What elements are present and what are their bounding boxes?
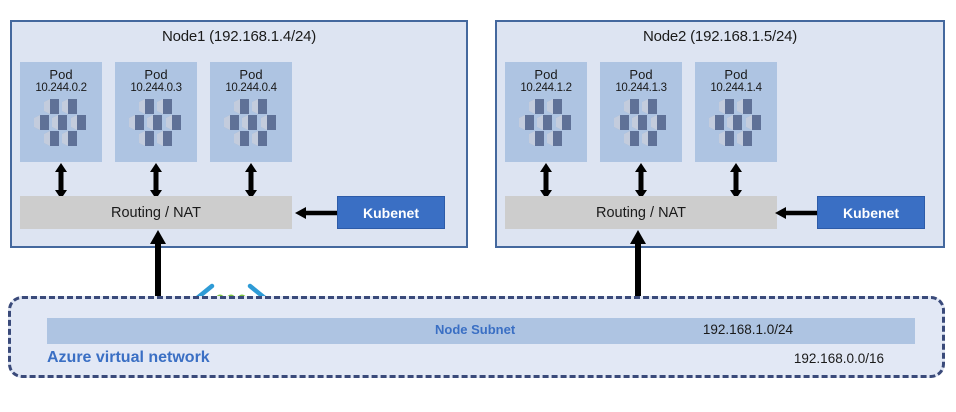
pod-box: Pod 10.244.1.2 — [505, 62, 587, 162]
node2-title: Node2 (192.168.1.5/24) — [642, 28, 798, 45]
pod-label: Pod — [49, 67, 73, 82]
node-box-node2: Node2 (192.168.1.5/24) Pod 10.244.1.2 Po… — [495, 20, 945, 248]
double-headed-arrow-icon — [730, 163, 742, 199]
pod-ip: 10.244.0.3 — [130, 82, 182, 94]
double-headed-arrow-icon — [150, 230, 166, 330]
node-subnet-bar: Node Subnet 192.168.1.0/24 — [47, 318, 915, 344]
pod-label: Pod — [239, 67, 263, 82]
container-cluster-icon — [614, 99, 666, 146]
routing-nat-label: Routing / NAT — [596, 204, 686, 221]
container-cluster-icon — [129, 99, 181, 146]
container-cluster-icon — [224, 99, 276, 146]
double-headed-arrow-icon — [150, 163, 162, 199]
double-headed-arrow-icon — [55, 163, 67, 199]
routing-nat-bar: Routing / NAT — [505, 196, 777, 229]
container-cluster-icon — [519, 99, 571, 146]
pod-label: Pod — [724, 67, 748, 82]
double-headed-arrow-icon — [540, 163, 552, 199]
kubenet-label: Kubenet — [843, 204, 899, 221]
pod-box: Pod 10.244.0.2 — [20, 62, 102, 162]
double-headed-arrow-icon — [245, 163, 257, 199]
pod-label: Pod — [629, 67, 653, 82]
pod-label: Pod — [534, 67, 558, 82]
azure-vnet-label: Azure virtual network — [47, 349, 210, 366]
node-box-node1: Node1 (192.168.1.4/24) Pod 10.244.0.2 — [10, 20, 468, 248]
pod-box: Pod 10.244.1.4 — [695, 62, 777, 162]
double-headed-arrow-icon — [630, 230, 646, 330]
pod-ip: 10.244.0.4 — [225, 82, 277, 94]
kubenet-box[interactable]: Kubenet — [337, 196, 445, 229]
left-arrow-icon — [775, 207, 819, 219]
azure-vnet-cidr: 192.168.0.0/16 — [793, 351, 884, 366]
routing-nat-bar: Routing / NAT — [20, 196, 292, 229]
pod-box: Pod 10.244.0.3 — [115, 62, 197, 162]
pod-ip: 10.244.0.2 — [35, 82, 87, 94]
node-subnet-cidr: 192.168.1.0/24 — [702, 322, 793, 337]
pod-box: Pod 10.244.1.3 — [600, 62, 682, 162]
container-cluster-icon — [34, 99, 86, 146]
pod-ip: 10.244.1.3 — [615, 82, 667, 94]
container-cluster-icon — [709, 99, 761, 146]
pod-label: Pod — [144, 67, 168, 82]
pod-ip: 10.244.1.2 — [520, 82, 572, 94]
node1-title: Node1 (192.168.1.4/24) — [161, 28, 317, 45]
pod-box: Pod 10.244.0.4 — [210, 62, 292, 162]
pod-ip: 10.244.1.4 — [710, 82, 762, 94]
double-headed-arrow-icon — [635, 163, 647, 199]
node-subnet-label: Node Subnet — [435, 322, 516, 337]
left-arrow-icon — [295, 207, 339, 219]
kubenet-box[interactable]: Kubenet — [817, 196, 925, 229]
azure-vnet-box: Node Subnet 192.168.1.0/24 Azure virtual… — [8, 296, 945, 378]
routing-nat-label: Routing / NAT — [111, 204, 201, 221]
kubenet-label: Kubenet — [363, 204, 419, 221]
